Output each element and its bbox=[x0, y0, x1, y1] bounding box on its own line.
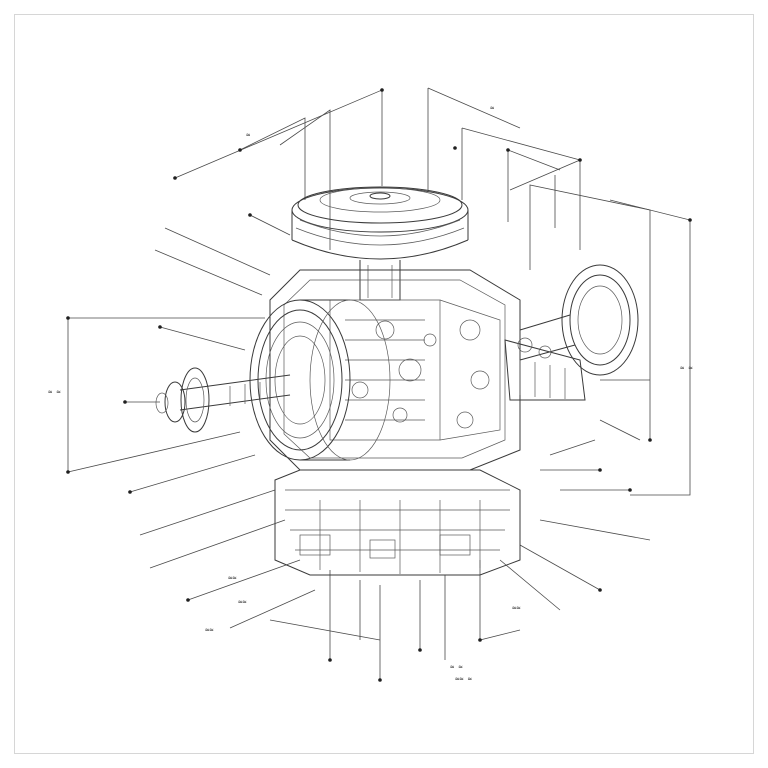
lower-base-block bbox=[274, 469, 521, 576]
label-left-low-2: ≈≈ bbox=[238, 598, 246, 606]
label-bottom-2: ≈≈ ≈ bbox=[455, 675, 472, 683]
top-cap-assembly bbox=[291, 186, 469, 301]
label-bottom-1: ≈ ≈ bbox=[450, 663, 463, 671]
drawing-border bbox=[14, 14, 754, 754]
callout-labels: ≈ ≈ ≈ ≈ ≈ ≈ ≈≈ ≈≈ ≈≈ ≈ ≈ ≈≈ ≈ ≈≈ bbox=[48, 104, 693, 683]
right-flange-ring bbox=[519, 264, 639, 376]
leader-dots bbox=[66, 88, 692, 682]
label-right-mid: ≈ ≈ bbox=[680, 364, 693, 372]
label-left-low-1: ≈≈ bbox=[228, 574, 236, 582]
label-left-low-3: ≈≈ bbox=[205, 626, 213, 634]
label-left-mid: ≈ ≈ bbox=[48, 388, 61, 396]
label-top-2: ≈ bbox=[490, 104, 494, 112]
label-top-1: ≈ bbox=[246, 131, 250, 139]
right-manifold bbox=[504, 337, 586, 401]
left-drive-shaft bbox=[155, 367, 291, 433]
label-right-low: ≈≈ bbox=[512, 604, 520, 612]
leader-lines bbox=[67, 87, 691, 680]
